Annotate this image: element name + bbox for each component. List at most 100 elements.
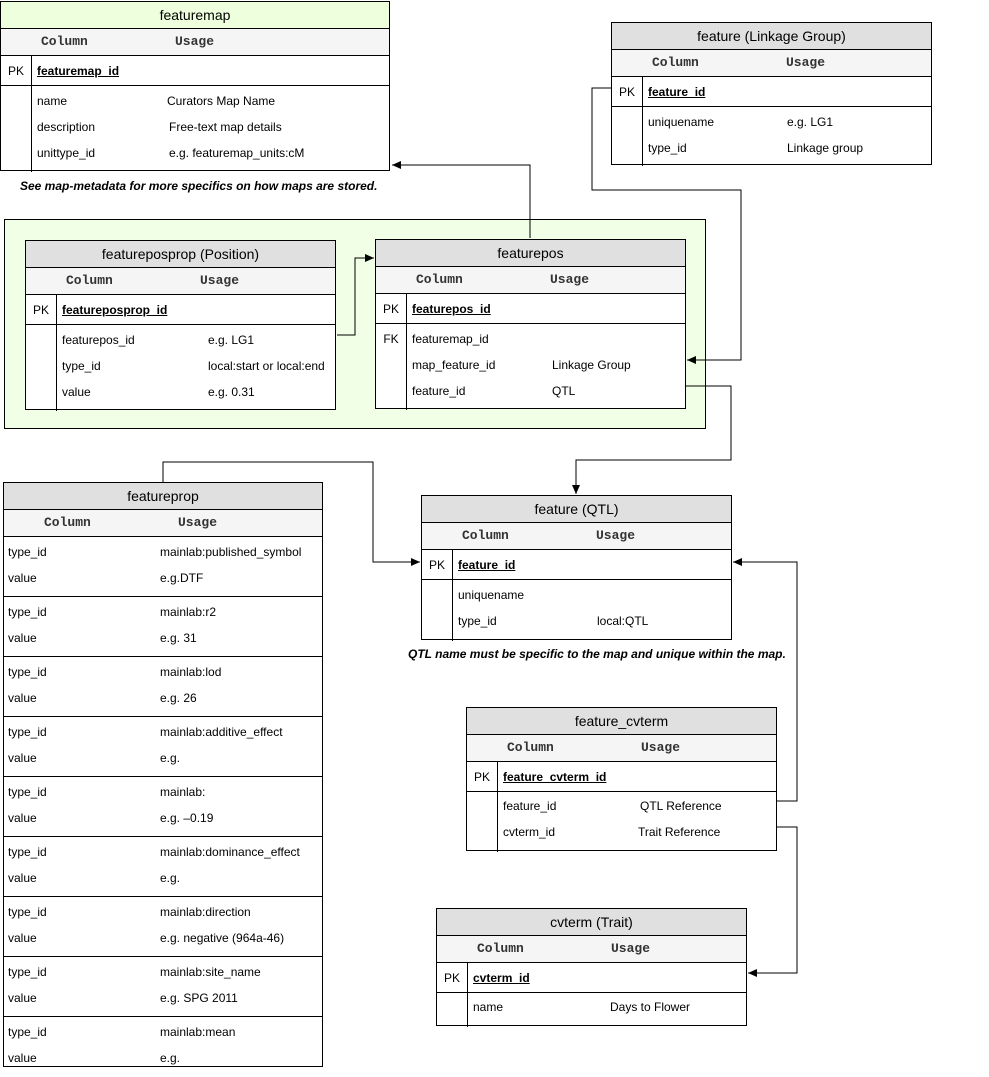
link-linkagegroup-to-featurepos (591, 87, 742, 364)
table-header: Column Usage (4, 510, 322, 537)
field-name: feature_id (503, 799, 557, 813)
usage-header: Usage (596, 528, 636, 543)
cvterm-table: cvterm (Trait) Column Usage PK cvterm_id… (436, 908, 747, 1027)
field-usage: e.g. 0.31 (208, 385, 255, 399)
property-column: type_id (8, 665, 47, 679)
pk-section: PK feature_id (422, 550, 731, 580)
key-column (26, 325, 57, 411)
property-usage: e.g. 26 (160, 691, 197, 705)
property-column: type_id (8, 905, 47, 919)
fields-section: uniquename e.g. LG1 type_id Linkage grou… (612, 107, 931, 166)
key-column (467, 792, 498, 852)
pk-field: featureposprop_id (62, 303, 168, 317)
field-usage: local:QTL (597, 614, 649, 628)
property-usage: mainlab:mean (160, 1025, 236, 1039)
field-usage: Free-text map details (169, 120, 282, 134)
pk-label: PK (382, 302, 399, 316)
field-usage: e.g. LG1 (787, 115, 834, 129)
property-usage: mainlab:dominance_effect (160, 845, 300, 859)
pk-label: PK (428, 558, 445, 572)
property-usage: mainlab:lod (160, 665, 222, 679)
property-column: type_id (8, 605, 47, 619)
fields-section: name Days to Flower (437, 993, 746, 1027)
property-usage: e.g. (160, 871, 181, 885)
fields-section: FK featuremap_id map_feature_id Linkage … (376, 324, 685, 410)
property-column: value (8, 811, 37, 825)
field-name: type_id (62, 359, 101, 373)
field-name: cvterm_id (503, 825, 556, 839)
key-column (26, 295, 57, 324)
field-name: unittype_id (37, 146, 96, 160)
featurepos-table: featurepos Column Usage PK featurepos_id… (375, 239, 686, 410)
key-column (1, 86, 32, 172)
pk-label: PK (32, 303, 49, 317)
table-title: feature (Linkage Group) (612, 23, 931, 50)
usage-header: Usage (178, 515, 218, 530)
property-usage: e.g.DTF (160, 571, 204, 585)
feature-linkage-group-table: feature (Linkage Group) Column Usage PK … (611, 22, 932, 166)
property-column: type_id (8, 845, 47, 859)
key-column (612, 107, 643, 166)
usage-header: Usage (175, 34, 215, 49)
property-usage: mainlab:site_name (160, 965, 261, 979)
link-featureprop-to-qtl (162, 461, 420, 566)
key-column (422, 580, 453, 641)
property-usage: e.g. 31 (160, 631, 197, 645)
table-title: feature_cvterm (467, 708, 776, 735)
field-name: map_feature_id (412, 358, 496, 372)
property-column: type_id (8, 545, 47, 559)
field-name: featuremap_id (412, 332, 489, 346)
table-title: feature (QTL) (422, 496, 731, 523)
field-name: uniquename (458, 588, 525, 602)
table-title: featureposprop (Position) (26, 241, 335, 268)
feature-qtl-table: feature (QTL) Column Usage PK feature_id… (421, 495, 732, 641)
key-column (376, 324, 407, 410)
property-usage: mainlab:r2 (160, 605, 217, 619)
fk-label: FK (383, 332, 399, 346)
property-column: value (8, 691, 37, 705)
column-header: Column (44, 515, 91, 530)
pk-section: PK cvterm_id (437, 963, 746, 993)
pk-field: feature_id (458, 558, 516, 572)
usage-header: Usage (641, 740, 681, 755)
fields-section: name Curators Map Name description Free-… (1, 86, 389, 172)
link-featurepos-to-qtl (572, 385, 732, 494)
property-usage: e.g. –0.19 (160, 811, 214, 825)
table-header: Column Usage (467, 735, 776, 762)
field-usage: Curators Map Name (167, 94, 276, 108)
key-column (437, 993, 468, 1027)
fields-section: uniquename type_id local:QTL (422, 580, 731, 641)
field-name: name (37, 94, 68, 108)
property-column: value (8, 751, 37, 765)
usage-header: Usage (611, 941, 651, 956)
property-group: type_id mainlab:lod value e.g. 26 (4, 657, 322, 717)
column-header: Column (462, 528, 509, 543)
featuremap-note: See map-metadata for more specifics on h… (20, 179, 378, 193)
key-column (467, 762, 498, 791)
pk-section: PK featureposprop_id (26, 295, 335, 325)
key-column (422, 550, 453, 579)
featureposprop-table: featureposprop (Position) Column Usage P… (25, 240, 336, 411)
fields-section: feature_id QTL Reference cvterm_id Trait… (467, 792, 776, 852)
key-column (437, 963, 468, 992)
column-header: Column (507, 740, 554, 755)
link-feature-cvterm-to-cvterm (748, 826, 798, 977)
property-usage: e.g. negative (964a-46) (160, 931, 285, 945)
field-usage: QTL (552, 384, 576, 398)
column-header: Column (66, 273, 113, 288)
field-usage: Trait Reference (638, 825, 721, 839)
field-name: uniquename (648, 115, 715, 129)
property-usage: mainlab:additive_effect (160, 725, 283, 739)
property-column: value (8, 871, 37, 885)
pk-field: featurepos_id (412, 302, 491, 316)
